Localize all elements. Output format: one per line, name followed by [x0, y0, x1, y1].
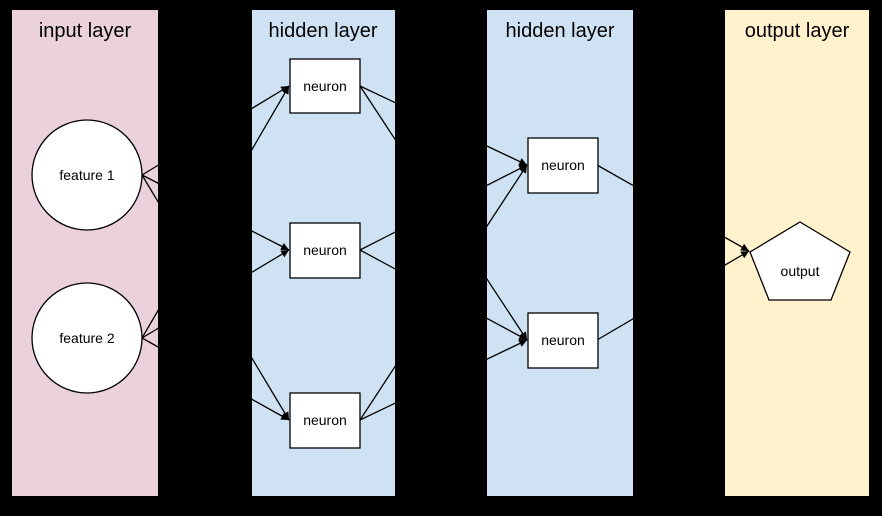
output-pentagon	[749, 221, 851, 301]
hidden-layer-2-panel-bg	[487, 10, 633, 496]
input-layer-panel: input layer	[12, 10, 158, 496]
node-h2-neuron-2: neuron	[527, 312, 599, 369]
input-layer-title: input layer	[39, 20, 132, 42]
h1-neuron-2-box	[289, 222, 361, 279]
edge-feature1-to-h1-neuron3	[141, 174, 290, 421]
node-feature-2: feature 2	[31, 282, 143, 394]
input-layer-panel-bg	[12, 10, 158, 496]
node-h1-neuron-2: neuron	[289, 222, 361, 279]
edge-h1-neuron2-to-h2-neuron1	[359, 164, 528, 251]
edge-h1-neuron1-to-h2-neuron2	[359, 85, 528, 341]
feature-1-circle	[31, 119, 143, 231]
feature-1-label: feature 1	[59, 167, 114, 183]
h1-neuron-1-box	[289, 58, 361, 114]
edge-h1-neuron3-to-h2-neuron1	[359, 164, 528, 421]
edge-h1-neuron3-to-h2-neuron2	[359, 339, 528, 421]
edge-feature1-to-h1-neuron1	[141, 85, 290, 176]
hidden-layer-1-title: hidden layer	[269, 20, 378, 42]
node-h1-neuron-1: neuron	[289, 58, 361, 114]
edge-feature2-to-h1-neuron3	[141, 337, 290, 421]
h2-neuron-1-label: neuron	[541, 157, 585, 173]
edge-h1-neuron1-to-h2-neuron1	[359, 85, 528, 166]
feature-2-label: feature 2	[59, 330, 114, 346]
edge-feature2-to-h1-neuron1	[141, 85, 290, 339]
hidden-layer-2-panel: hidden layer	[487, 10, 633, 496]
h2-neuron-1-box	[527, 137, 599, 194]
output-label: output	[781, 263, 820, 279]
h1-neuron-3-box	[289, 392, 361, 449]
node-h1-neuron-3: neuron	[289, 392, 361, 449]
edges	[141, 85, 750, 421]
edge-feature2-to-h1-neuron2	[141, 249, 290, 339]
feature-2-circle	[31, 282, 143, 394]
h2-neuron-2-box	[527, 312, 599, 369]
h1-neuron-3-label: neuron	[303, 412, 347, 428]
output-layer-title: output layer	[745, 20, 850, 42]
node-output: output	[749, 221, 851, 301]
node-feature-1: feature 1	[31, 119, 143, 231]
h1-neuron-1-label: neuron	[303, 78, 347, 94]
hidden-layer-2-title: hidden layer	[506, 20, 615, 42]
edge-h2-neuron2-to-output	[596, 250, 750, 341]
h2-neuron-2-label: neuron	[541, 332, 585, 348]
node-h2-neuron-1: neuron	[527, 137, 599, 194]
edge-h2-neuron1-to-output	[596, 164, 750, 252]
h1-neuron-2-label: neuron	[303, 242, 347, 258]
edge-h1-neuron2-to-h2-neuron2	[359, 249, 528, 341]
